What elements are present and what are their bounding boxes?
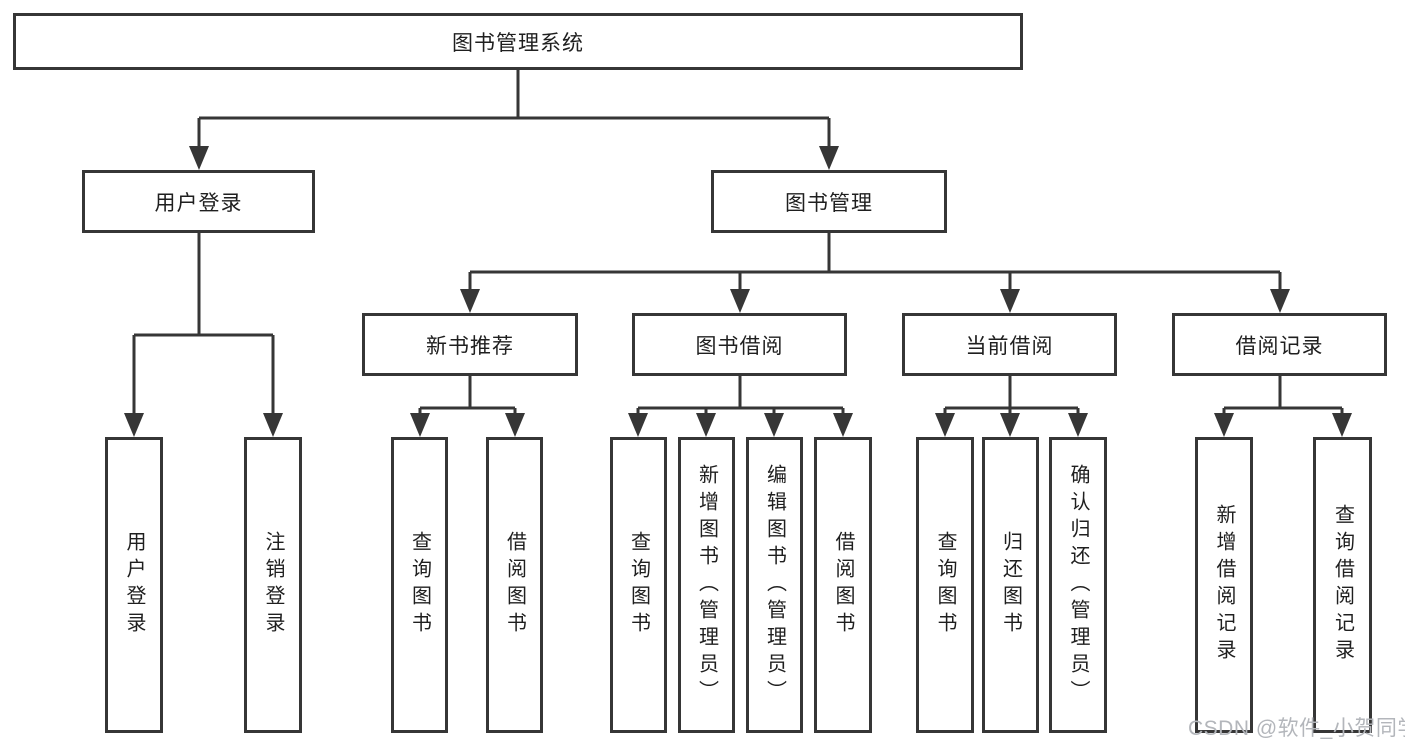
node-current-borrow: 当前借阅: [902, 313, 1117, 376]
csdn-watermark: CSDN @软件_小贺同学: [1188, 717, 1405, 740]
node-label: 注销登录: [262, 531, 284, 639]
leaf-query-books-borrow: 查询图书: [610, 437, 667, 733]
node-label: 编辑图书（管理员）: [763, 463, 786, 707]
leaf-edit-books-admin: 编辑图书（管理员）: [746, 437, 803, 733]
leaf-add-books-admin: 新增图书（管理员）: [678, 437, 735, 733]
node-label: 归还图书: [999, 531, 1022, 639]
node-label: 新增借阅记录: [1213, 504, 1235, 666]
leaf-return-books: 归还图书: [982, 437, 1039, 733]
node-label: 查询图书: [934, 531, 956, 639]
node-label: 新书推荐: [426, 334, 514, 358]
leaf-user-login: 用户登录: [105, 437, 163, 733]
node-label: 查询图书: [408, 531, 431, 639]
node-label: 借阅图书: [832, 531, 854, 639]
node-label: 用户登录: [154, 191, 243, 215]
node-label: 查询借阅记录: [1331, 504, 1354, 666]
node-label: 图书管理系统: [452, 31, 584, 55]
node-label: 新增图书（管理员）: [695, 463, 718, 707]
node-label: 借阅图书: [503, 531, 526, 639]
node-borrow-records: 借阅记录: [1172, 313, 1387, 376]
leaf-query-books-recommend: 查询图书: [391, 437, 448, 733]
leaf-confirm-return-admin: 确认归还（管理员）: [1049, 437, 1107, 733]
leaf-borrow-books: 借阅图书: [814, 437, 872, 733]
node-book-management-branch: 图书管理: [711, 170, 947, 233]
leaf-borrow-books-recommend: 借阅图书: [486, 437, 543, 733]
node-new-book-recommend: 新书推荐: [362, 313, 578, 376]
arrowheads: [124, 146, 1352, 437]
node-label: 借阅记录: [1235, 334, 1324, 358]
node-label: 图书借阅: [695, 334, 784, 358]
node-label: 用户登录: [123, 531, 145, 639]
node-root-system: 图书管理系统: [13, 13, 1023, 70]
node-book-borrow: 图书借阅: [632, 313, 847, 376]
leaf-logout: 注销登录: [244, 437, 302, 733]
node-label: 确认归还（管理员）: [1067, 463, 1089, 707]
node-user-login-branch: 用户登录: [82, 170, 315, 233]
node-label: 当前借阅: [965, 334, 1054, 358]
leaf-query-books-current: 查询图书: [916, 437, 974, 733]
leaf-query-borrow-record: 查询借阅记录: [1313, 437, 1372, 733]
leaf-add-borrow-record: 新增借阅记录: [1195, 437, 1253, 733]
node-label: 查询图书: [627, 531, 650, 639]
node-label: 图书管理: [785, 191, 873, 215]
